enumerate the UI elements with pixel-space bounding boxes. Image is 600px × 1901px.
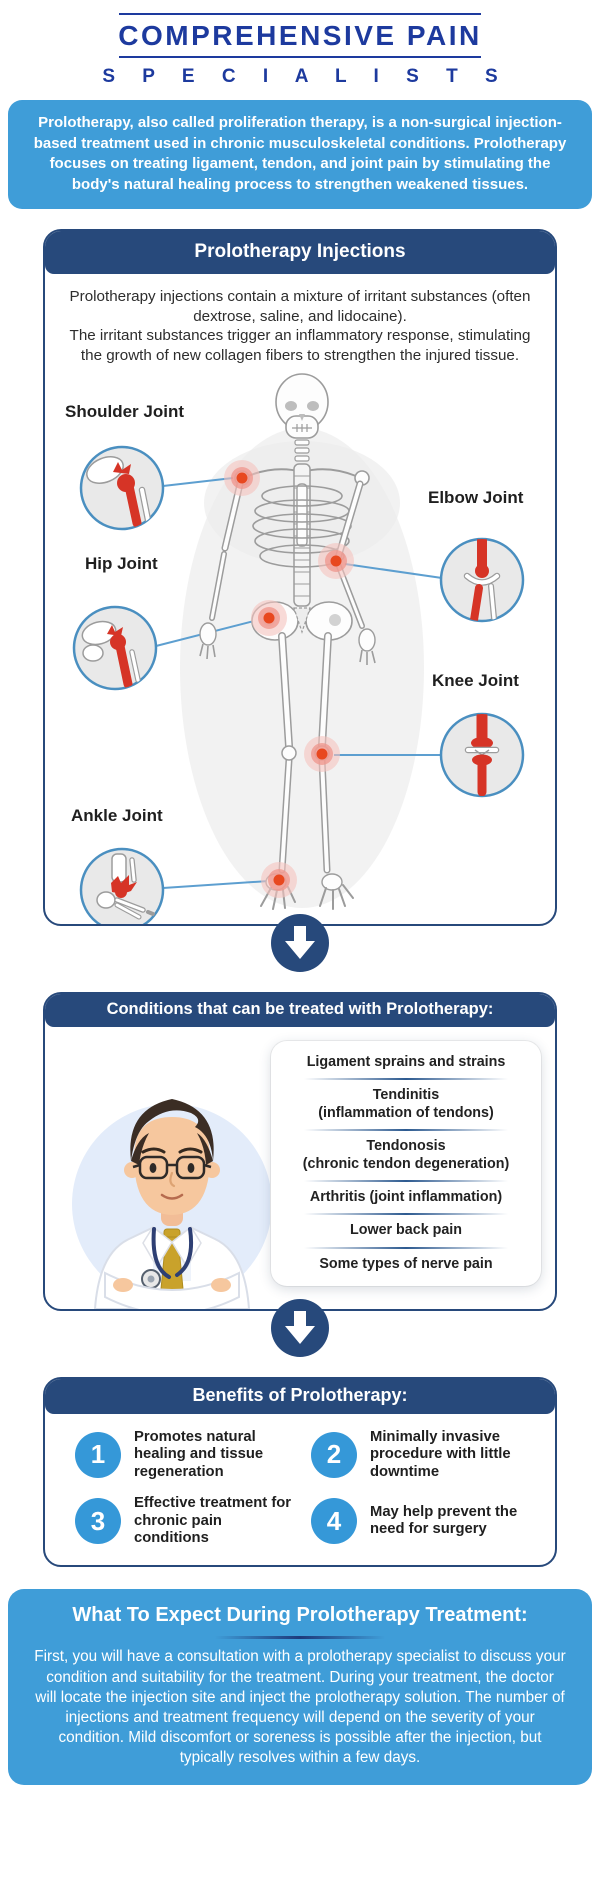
injections-description: Prolotherapy injections contain a mixtur…: [69, 287, 531, 364]
expect-section: What To Expect During Prolotherapy Treat…: [8, 1589, 592, 1785]
benefit-number-badge: 3: [75, 1498, 121, 1545]
condition-item: Some types of nerve pain: [319, 1255, 493, 1272]
benefit-number-badge: 2: [311, 1431, 357, 1478]
benefit-text: May help prevent the need for surgery: [370, 1503, 518, 1538]
benefit-item: 3 Effective treatment for chronic pain c…: [75, 1495, 295, 1547]
benefit-text: Promotes natural healing and tissue rege…: [134, 1428, 264, 1480]
expect-title: What To Expect During Prolotherapy Treat…: [72, 1604, 528, 1627]
benefit-item: 4 May help prevent the need for surgery: [311, 1495, 531, 1547]
injections-card: Prolotherapy Injections Prolotherapy inj…: [43, 228, 557, 926]
divider: [304, 1246, 508, 1249]
logo-title: COMPREHENSIVE PAIN: [118, 20, 482, 51]
benefit-number-badge: 4: [311, 1498, 357, 1545]
logo: COMPREHENSIVE PAIN S P E C I A L I S T S: [0, 0, 600, 88]
logo-subtitle: S P E C I A L I S T S: [102, 66, 509, 87]
arrow-down-icon: [271, 913, 329, 972]
conditions-card-title: Conditions that can be treated with Prol…: [45, 993, 555, 1027]
benefit-number-badge: 1: [75, 1431, 121, 1478]
conditions-list: Ligament sprains and strains Tendinitis …: [271, 1040, 541, 1287]
knee-inset: [439, 712, 525, 797]
joint-label-knee: Knee Joint: [432, 670, 519, 690]
logo-rule-bottom: [119, 56, 481, 58]
benefits-card: Benefits of Prolotherapy: 1 Promotes nat…: [43, 1376, 557, 1568]
injections-card-title: Prolotherapy Injections: [45, 230, 555, 274]
logo-rule-top: [119, 13, 481, 15]
joint-label-shoulder: Shoulder Joint: [65, 401, 184, 421]
condition-item: Arthritis (joint inflammation): [309, 1188, 503, 1205]
conditions-card: Conditions that can be treated with Prol…: [43, 991, 557, 1311]
benefit-item: 2 Minimally invasive procedure with litt…: [311, 1429, 531, 1481]
condition-item: Tendinitis (inflammation of tendons): [318, 1087, 494, 1121]
ankle-inset: [79, 847, 165, 924]
condition-item: Lower back pain: [349, 1222, 463, 1239]
benefit-text: Effective treatment for chronic pain con…: [134, 1495, 292, 1547]
elbow-inset: [439, 537, 525, 622]
skeleton-diagram: Shoulder Joint Elbow Joint Hip Joint Kne…: [45, 368, 555, 924]
benefits-grid: 1 Promotes natural healing and tissue re…: [45, 1414, 555, 1566]
joint-markers: [224, 459, 354, 898]
joint-label-elbow: Elbow Joint: [428, 487, 524, 507]
joint-label-ankle: Ankle Joint: [71, 805, 163, 825]
intro-box: Prolotherapy, also called proliferation …: [8, 100, 592, 209]
divider: [304, 1129, 508, 1132]
joint-label-hip: Hip Joint: [85, 553, 158, 573]
condition-item: Ligament sprains and strains: [306, 1053, 506, 1070]
shoulder-inset: [79, 445, 165, 530]
divider: [304, 1213, 508, 1216]
arrow-down-icon: [271, 1298, 329, 1357]
condition-item: Tendonosis (chronic tendon degeneration): [302, 1138, 510, 1172]
divider: [304, 1078, 508, 1081]
benefit-item: 1 Promotes natural healing and tissue re…: [75, 1429, 295, 1481]
benefit-text: Minimally invasive procedure with little…: [370, 1428, 511, 1480]
divider: [215, 1636, 385, 1640]
doctor-illustration: [72, 1098, 272, 1309]
divider: [304, 1179, 508, 1182]
benefits-card-title: Benefits of Prolotherapy:: [45, 1378, 555, 1414]
expect-text: First, you will have a consultation with…: [34, 1648, 566, 1767]
skeleton-illustration: [72, 372, 525, 924]
hip-inset: [72, 605, 158, 690]
